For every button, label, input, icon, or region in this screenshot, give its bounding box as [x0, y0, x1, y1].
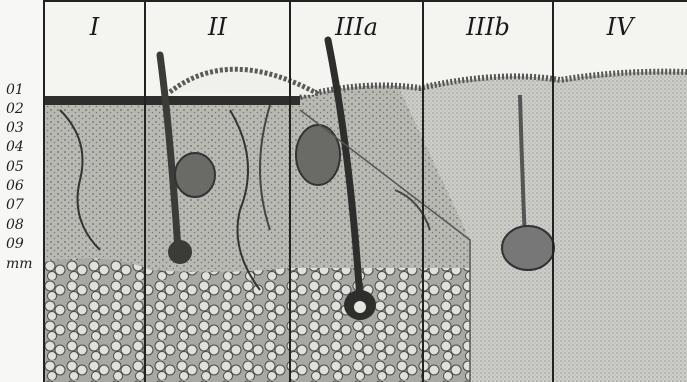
- depth-label: 04: [6, 140, 42, 154]
- depth-label: 06: [6, 179, 42, 193]
- sebaceous-gland: [175, 153, 215, 197]
- depth-unit-label: mm: [6, 257, 42, 271]
- column-label-II: II: [145, 12, 290, 42]
- depth-scale: 01 02 03 04 05 06 07 08 09 mm: [0, 0, 44, 382]
- column-label-IIIa: IIIa: [290, 12, 423, 42]
- depth-label: 07: [6, 198, 42, 212]
- column-label-I: I: [44, 12, 145, 42]
- depth-label: 05: [6, 160, 42, 174]
- depth-label: 03: [6, 121, 42, 135]
- depth-label: 09: [6, 237, 42, 251]
- subcutaneous-fat: [44, 258, 470, 382]
- sweat-gland-coil: [502, 226, 554, 270]
- column-label-IIIb: IIIb: [423, 12, 553, 42]
- depth-label: 08: [6, 218, 42, 232]
- depth-label: 01: [6, 83, 42, 97]
- column-label-IV: IV: [553, 12, 687, 42]
- depth-label: 02: [6, 102, 42, 116]
- epidermis-band: [44, 96, 300, 105]
- sebaceous-gland: [296, 125, 340, 185]
